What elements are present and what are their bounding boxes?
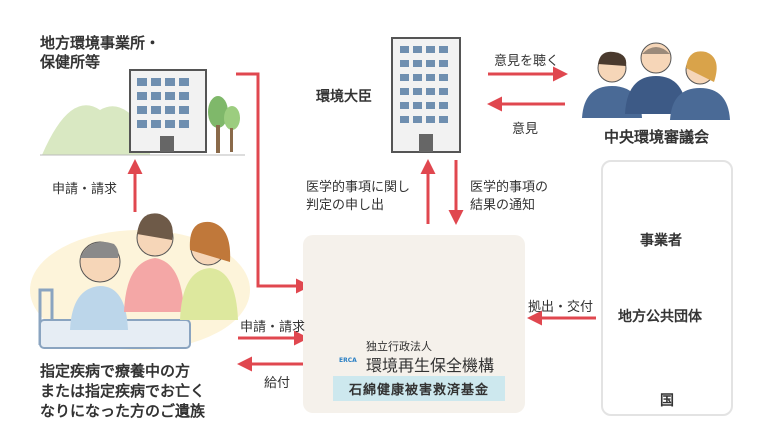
regional-office-label: 地方環境事業所・ 保健所等 bbox=[40, 34, 161, 71]
asbestos-relief-fund: 石綿健康被害救済基金 bbox=[333, 376, 505, 401]
local-government-label: 地方公共団体 bbox=[618, 309, 702, 325]
arrow-office-to-erca bbox=[236, 72, 311, 294]
erca-logo-text: ERCA bbox=[339, 357, 357, 364]
label-request-medical-line1: 医学的事項に関し bbox=[306, 180, 411, 195]
label-notify-medical-line1: 医学的事項の bbox=[470, 180, 549, 195]
label-notify-medical-line2: 結果の通知 bbox=[470, 198, 536, 213]
label-apply-up: 申請・請求 bbox=[52, 182, 118, 197]
businesses-label: 事業者 bbox=[640, 233, 682, 249]
minister-label: 環境大臣 bbox=[316, 89, 372, 105]
victims-label-line2: または指定疾病でお亡く bbox=[40, 382, 206, 400]
council-label: 中央環境審議会 bbox=[604, 128, 710, 146]
council-members-illustration bbox=[582, 42, 730, 120]
minister-building-illustration bbox=[391, 37, 461, 153]
label-payment: 給付 bbox=[264, 376, 291, 391]
erca-name: 環境再生保全機構 bbox=[366, 356, 495, 375]
label-opinion: 意見 bbox=[512, 122, 539, 137]
label-apply-right: 申請・請求 bbox=[240, 320, 306, 335]
national-government-label: 国 bbox=[660, 393, 674, 409]
victims-label-line3: なりになった方のご遺族 bbox=[40, 402, 206, 420]
erca-corporate-type: 独立行政法人 bbox=[366, 340, 432, 353]
regional-office-illustration bbox=[40, 69, 245, 156]
victims-illustration bbox=[30, 213, 250, 350]
label-contribution: 拠出・交付 bbox=[528, 300, 594, 315]
contributors-panel bbox=[601, 160, 733, 416]
label-listen-opinion: 意見を聴く bbox=[494, 54, 560, 69]
flow-arrows bbox=[127, 66, 596, 372]
label-request-medical-line2: 判定の申し出 bbox=[306, 198, 385, 213]
victims-label-line1: 指定疾病で療養中の方 bbox=[40, 362, 191, 380]
